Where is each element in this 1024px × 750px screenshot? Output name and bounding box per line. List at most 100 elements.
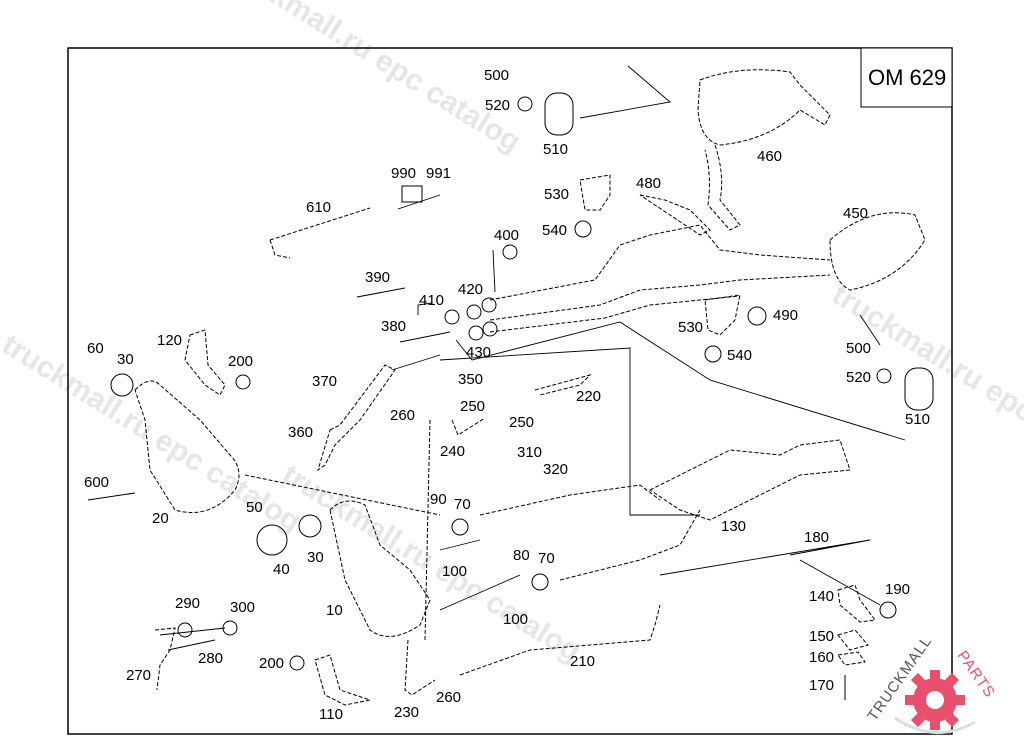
label-210: 210 <box>570 653 595 670</box>
label-30: 30 <box>117 351 134 368</box>
label-90: 90 <box>430 491 447 508</box>
leader-lines <box>159 65 906 651</box>
intermediate-pipe-lower2 <box>489 295 741 333</box>
label-230: 230 <box>394 704 419 721</box>
front-pipe-lower <box>559 509 701 581</box>
label-390: 390 <box>365 269 390 286</box>
label-530: 530 <box>544 186 569 203</box>
label-250: 250 <box>460 398 485 415</box>
bracket-270 <box>154 627 176 691</box>
center-muffler-shape <box>829 212 926 291</box>
bushing-290 <box>177 622 193 638</box>
label-540: 540 <box>727 347 752 364</box>
label-40: 40 <box>273 561 290 578</box>
label-480: 480 <box>636 175 661 192</box>
watermark-text: truckmall.ru epc catalog <box>216 0 526 159</box>
label-430: 430 <box>466 344 491 361</box>
label-460: 460 <box>757 148 782 165</box>
washer-410 <box>444 309 460 325</box>
catalytic-converter-20-shape <box>134 380 240 513</box>
nut-200a <box>235 374 251 390</box>
label-80: 80 <box>513 547 530 564</box>
ring-420b <box>466 304 482 320</box>
ring-520-top <box>517 96 533 112</box>
label-500: 500 <box>484 67 509 84</box>
bracket-360 <box>317 364 396 472</box>
label-110: 110 <box>319 706 343 723</box>
diagram-frame <box>67 47 953 735</box>
sensor-cable-shape <box>269 207 371 259</box>
ring-70a <box>451 518 469 536</box>
catalytic-converter-10-shape <box>329 500 431 637</box>
hanger-510-top-shape <box>544 92 574 136</box>
label-510: 510 <box>905 411 930 428</box>
ring-520-right <box>876 368 892 384</box>
label-530: 530 <box>678 319 703 336</box>
intermediate-pipe-upper <box>489 224 831 301</box>
label-420: 420 <box>458 281 483 298</box>
title-box: OM 629 <box>860 47 953 108</box>
bracket-160 <box>837 651 866 666</box>
label-20: 20 <box>152 510 169 527</box>
label-450: 450 <box>843 205 868 222</box>
label-200: 200 <box>259 655 284 672</box>
label-220: 220 <box>576 388 601 405</box>
label-100: 100 <box>503 611 528 628</box>
label-600: 600 <box>84 474 109 491</box>
clamp-40 <box>256 524 288 556</box>
seal-30-top <box>110 373 134 397</box>
rubber-540a <box>574 220 592 238</box>
label-10: 10 <box>326 602 343 619</box>
bracket-150 <box>837 629 869 651</box>
label-540: 540 <box>542 222 567 239</box>
rear-muffler-shape <box>697 69 831 146</box>
label-270: 270 <box>126 667 151 684</box>
front-pipe-upper <box>479 484 661 516</box>
truckmall-parts-logo: TRUCKMALL PARTS <box>864 633 999 734</box>
bracket-530b <box>704 294 741 336</box>
bushing-300 <box>222 620 238 636</box>
bracket-110 <box>314 654 372 706</box>
label-240: 240 <box>440 443 465 460</box>
label-70: 70 <box>538 550 555 567</box>
catalytic-converter-130-shape <box>649 439 851 521</box>
label-520: 520 <box>846 369 871 386</box>
rubber-540b <box>704 345 722 363</box>
ring-420a <box>481 297 497 313</box>
label-160: 160 <box>809 649 834 666</box>
label-310: 310 <box>517 444 542 461</box>
ring-190 <box>879 601 897 619</box>
label-200: 200 <box>228 353 253 370</box>
logo-text-parts: PARTS <box>954 648 999 702</box>
rod-210 <box>459 604 661 676</box>
bracket-120 <box>184 329 226 396</box>
label-280: 280 <box>198 650 223 667</box>
label-30: 30 <box>307 549 324 566</box>
rubber-400 <box>502 244 518 260</box>
label-990: 990 <box>391 165 416 182</box>
label-70: 70 <box>454 496 471 513</box>
label-140: 140 <box>809 588 834 605</box>
label-410: 410 <box>419 292 444 309</box>
label-400: 400 <box>494 227 519 244</box>
bolt-390 <box>356 287 406 298</box>
label-290: 290 <box>175 595 200 612</box>
label-380: 380 <box>381 318 406 335</box>
label-350: 350 <box>458 371 483 388</box>
label-370: 370 <box>312 373 337 390</box>
rubber-490 <box>747 306 767 326</box>
label-510: 510 <box>543 141 568 158</box>
label-100: 100 <box>442 563 467 580</box>
bracket-530a <box>579 174 611 211</box>
bracket-220 <box>534 374 592 396</box>
ring-430a <box>468 325 484 341</box>
label-300: 300 <box>230 599 255 616</box>
rod-230 <box>404 639 436 696</box>
label-250: 250 <box>509 414 534 431</box>
tailpipe-shape <box>704 144 741 231</box>
label-50: 50 <box>246 499 263 516</box>
label-190: 190 <box>885 581 910 598</box>
label-150: 150 <box>809 628 834 645</box>
label-360: 360 <box>288 424 313 441</box>
